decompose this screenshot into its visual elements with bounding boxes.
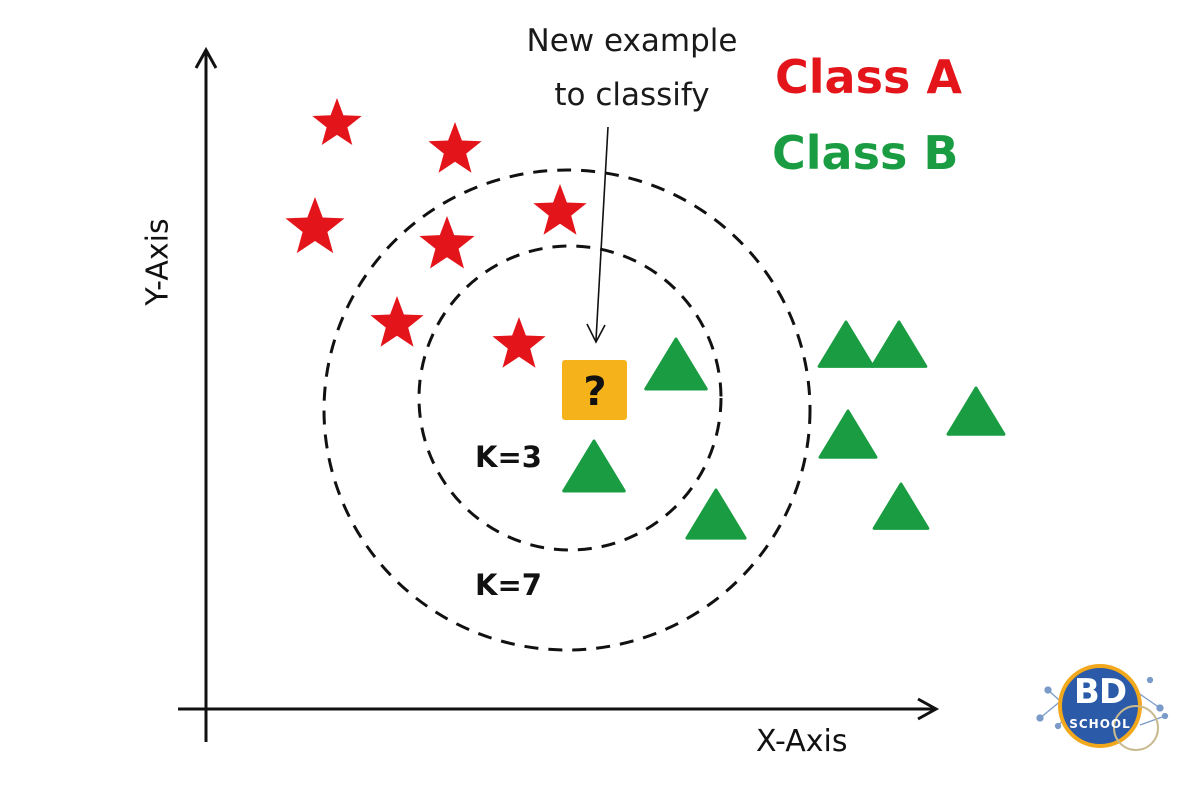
class-b-triangle-6 <box>562 439 626 493</box>
k3-label: K=3 <box>475 440 542 474</box>
axes <box>178 46 940 742</box>
legend-class-a: Class A <box>775 50 962 104</box>
class-a-points <box>285 98 587 368</box>
logo <box>1036 664 1169 751</box>
k7-circle <box>322 168 812 652</box>
x-axis-label: X-Axis <box>756 724 848 759</box>
query-mark: ? <box>583 369 607 415</box>
k7-label: K=7 <box>475 568 542 602</box>
class-a-star-1 <box>312 98 362 145</box>
class-b-triangle-5 <box>818 409 878 459</box>
class-b-points <box>562 320 1006 540</box>
legend-class-b: Class B <box>772 126 959 180</box>
x-axis-arrow <box>917 697 940 721</box>
class-b-triangle-8 <box>872 482 930 530</box>
callout-arrow <box>586 126 609 344</box>
class-b-triangle-2 <box>817 320 875 368</box>
class-b-triangle-1 <box>644 337 708 391</box>
class-a-star-3 <box>285 197 345 254</box>
callout-text-line-2: to classify <box>554 77 710 113</box>
class-b-triangle-3 <box>870 320 928 368</box>
class-b-triangle-4 <box>946 386 1006 436</box>
class-a-star-2 <box>428 122 482 173</box>
y-axis-label: Y-Axis <box>140 218 176 306</box>
logo-text-sub: SCHOOL <box>1069 717 1131 731</box>
class-a-star-5 <box>533 184 587 235</box>
k3-circle <box>417 244 723 552</box>
query-point <box>562 360 627 420</box>
class-b-triangle-7 <box>685 488 747 540</box>
class-a-star-4 <box>419 216 475 269</box>
logo-text-main: BD <box>1073 672 1127 712</box>
callout-text-line-1: New example <box>526 23 738 59</box>
class-a-star-6 <box>370 296 424 347</box>
class-a-star-7 <box>492 317 546 368</box>
y-axis-arrow <box>194 46 218 69</box>
